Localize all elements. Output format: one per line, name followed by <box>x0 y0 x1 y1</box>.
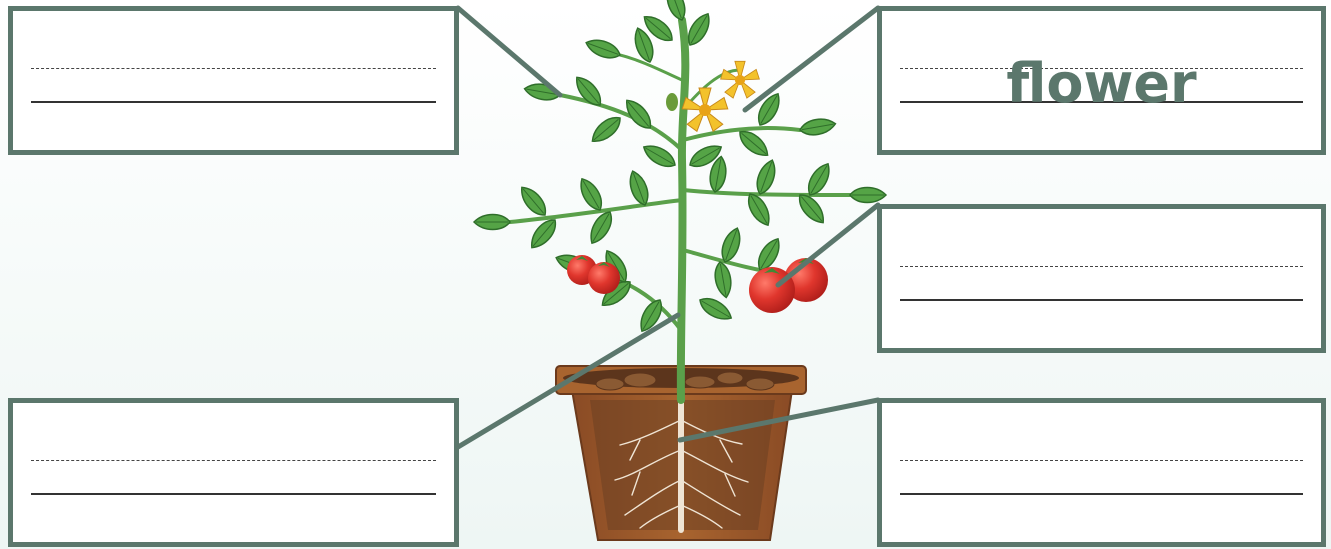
label-text-top-right: flower <box>882 57 1321 111</box>
stem <box>510 20 850 400</box>
label-box-bottom-left <box>8 398 459 547</box>
label-box-middle-right <box>877 204 1326 353</box>
label-box-top-right: flower <box>877 6 1326 155</box>
label-box-bottom-right <box>877 398 1326 547</box>
label-box-top-left <box>8 6 459 155</box>
